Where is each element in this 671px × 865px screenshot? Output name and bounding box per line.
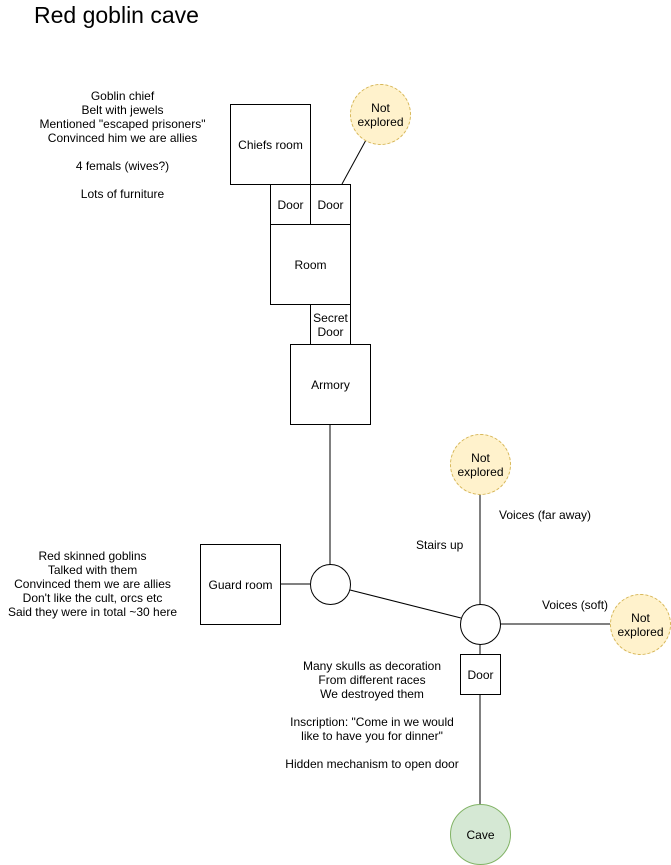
note-line: Hidden mechanism to open door — [285, 757, 459, 771]
unexplored-middle-label: Not explored — [457, 450, 504, 479]
note-line — [0, 173, 245, 187]
room-guard[interactable]: Guard room — [200, 544, 281, 625]
note-line — [272, 743, 472, 757]
room-main-label: Room — [294, 257, 327, 272]
note-line: Convinced him we are allies — [47, 131, 198, 145]
room-armory-label: Armory — [311, 377, 350, 392]
note-line: Mentioned "escaped prisoners" — [39, 117, 206, 131]
note-line: We destroyed them — [320, 687, 424, 701]
room-guard-label: Guard room — [208, 577, 273, 592]
note-line — [0, 145, 245, 159]
page-title: Red goblin cave — [34, 2, 199, 28]
note-line: Talked with them — [47, 563, 138, 577]
junction-east[interactable] — [460, 604, 501, 645]
secret-door-label: Secret Door — [313, 310, 348, 339]
cave-entrance[interactable]: Cave — [450, 804, 511, 865]
note-line: Inscription: "Come in we would — [290, 715, 454, 729]
room-main[interactable]: Room — [270, 224, 351, 305]
junction-west[interactable] — [310, 564, 351, 605]
note-line: Don't like the cult, orcs etc — [22, 591, 163, 605]
unexplored-right-label: Not explored — [617, 610, 664, 639]
door-right[interactable]: Door — [310, 184, 351, 225]
room-armory[interactable]: Armory — [290, 344, 371, 425]
door-bottom-label: Door — [467, 667, 494, 682]
note-line: Lots of furniture — [80, 187, 165, 201]
unexplored-top[interactable]: Not explored — [350, 84, 411, 145]
note-line: Goblin chief — [90, 89, 155, 103]
room-chiefs[interactable]: Chiefs room — [230, 104, 311, 185]
unexplored-right[interactable]: Not explored — [610, 594, 671, 655]
note-line — [272, 701, 472, 715]
label-stairs-up: Stairs up — [416, 538, 464, 552]
note-line: 4 femals (wives?) — [75, 159, 170, 173]
note-line: Convinced them we are allies — [14, 577, 171, 591]
note-line: From different races — [318, 673, 426, 687]
door-right-label: Door — [317, 197, 344, 212]
note-line: Red skinned goblins — [38, 549, 147, 563]
note-line: like to have you for dinner" — [301, 729, 443, 743]
secret-door[interactable]: Secret Door — [310, 304, 351, 345]
note-line: Said they were in total ~30 here — [7, 605, 178, 619]
door-bottom[interactable]: Door — [460, 654, 501, 695]
label-voices-far: Voices (far away) — [499, 508, 592, 522]
line-junction-to-junction — [349, 589, 462, 619]
unexplored-middle[interactable]: Not explored — [450, 434, 511, 495]
door-left[interactable]: Door — [270, 184, 311, 225]
line-door-to-unexplored-top — [341, 139, 367, 185]
door-left-label: Door — [277, 197, 304, 212]
cave-label: Cave — [466, 827, 495, 842]
note-line: Belt with jewels — [81, 103, 164, 117]
note-line: Many skulls as decoration — [302, 659, 442, 673]
label-voices-soft: Voices (soft) — [542, 598, 609, 612]
unexplored-top-label: Not explored — [357, 100, 404, 129]
room-chiefs-label: Chiefs room — [238, 137, 303, 152]
